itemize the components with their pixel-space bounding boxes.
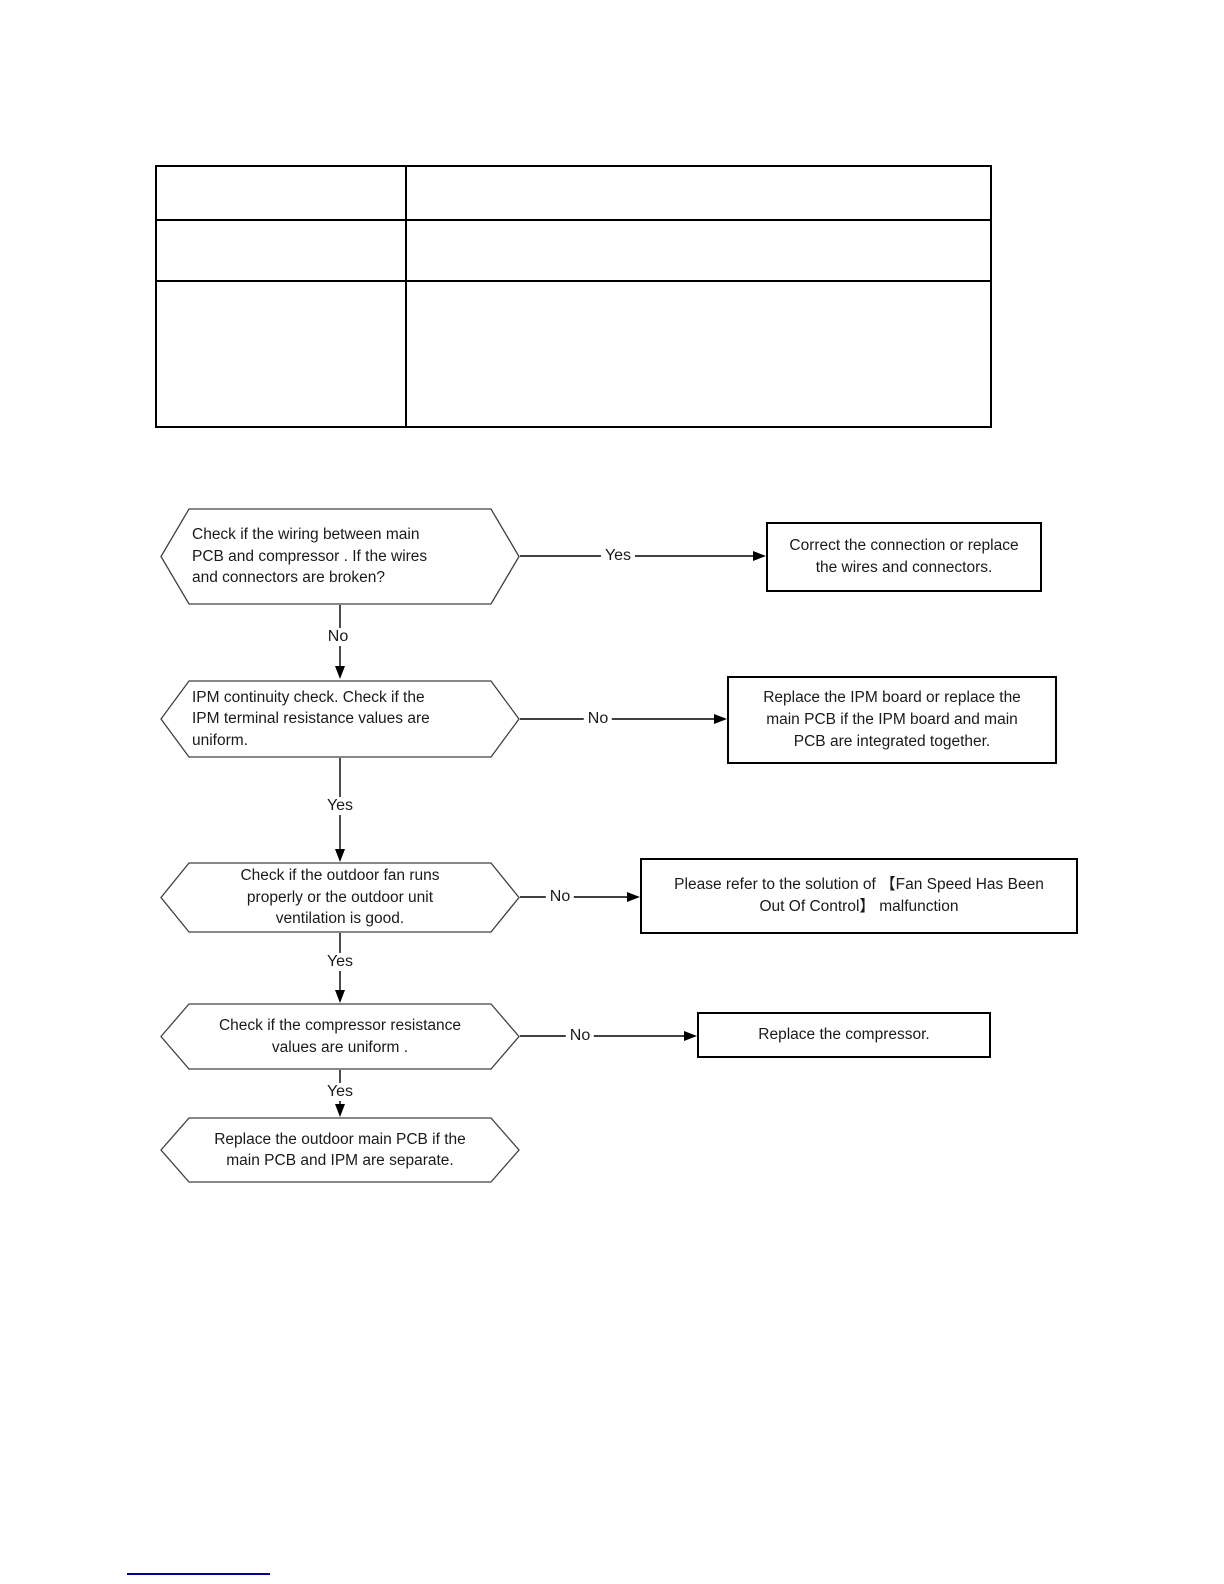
hexagon-shape	[160, 1003, 520, 1070]
action-replace-ipm-board: Replace the IPM board or replace the mai…	[727, 676, 1057, 764]
table-cell	[405, 280, 992, 428]
decision-replace-outdoor-pcb-text: Replace the outdoor main PCB if the main…	[214, 1130, 466, 1170]
decision-compressor-resistance-text: Check if the compressor resistance value…	[218, 1017, 462, 1056]
edge-d2-d3-arrowhead	[335, 849, 345, 862]
hexagon-shape	[160, 508, 520, 605]
edge-d3-a3-arrowhead	[627, 892, 640, 902]
edge-label-no: No	[565, 1027, 595, 1045]
decision-outdoor-fan: Check if the outdoor fan runs properly o…	[160, 862, 520, 933]
table-cell	[155, 219, 407, 282]
edge-d1-a1-arrowhead	[753, 551, 766, 561]
action-correct-connection-text: Correct the connection or replace the wi…	[789, 537, 1019, 576]
edge-label-yes: Yes	[322, 1083, 358, 1101]
edge-label-yes: Yes	[322, 797, 358, 815]
action-fan-speed-solution-text: Please refer to the solution of 【Fan Spe…	[674, 876, 1044, 915]
edge-d4-d5-arrowhead	[335, 1104, 345, 1117]
decision-wiring-check: Check if the wiring between main PCB and…	[160, 508, 520, 605]
table-cell	[405, 219, 992, 282]
edge-label-yes: Yes	[600, 547, 636, 565]
decision-wiring-check-text: Check if the wiring between main PCB and…	[192, 526, 428, 587]
action-replace-compressor-text: Replace the compressor.	[758, 1026, 930, 1043]
table-cell	[405, 165, 992, 221]
decision-ipm-continuity: IPM continuity check. Check if the IPM t…	[160, 680, 520, 758]
table-row	[155, 165, 992, 221]
decision-ipm-continuity-text: IPM continuity check. Check if the IPM t…	[192, 688, 430, 749]
table-row	[155, 219, 992, 282]
action-replace-ipm-board-text: Replace the IPM board or replace the mai…	[763, 689, 1021, 750]
hexagon-shape	[160, 862, 520, 933]
spec-table	[155, 165, 992, 428]
action-replace-compressor: Replace the compressor.	[697, 1012, 991, 1058]
edge-d3-d4-arrowhead	[335, 990, 345, 1003]
action-fan-speed-solution: Please refer to the solution of 【Fan Spe…	[640, 858, 1078, 934]
decision-compressor-resistance: Check if the compressor resistance value…	[160, 1003, 520, 1070]
footer-link-underline	[127, 1573, 270, 1575]
edge-d4-a4-arrowhead	[684, 1031, 697, 1041]
decision-replace-outdoor-pcb: Replace the outdoor main PCB if the main…	[160, 1117, 520, 1183]
edge-label-no: No	[583, 710, 613, 728]
table-cell	[155, 280, 407, 428]
table-cell	[155, 165, 407, 221]
edge-d1-d2-arrowhead	[335, 666, 345, 679]
decision-outdoor-fan-text: Check if the outdoor fan runs properly o…	[240, 867, 440, 928]
action-correct-connection: Correct the connection or replace the wi…	[766, 522, 1042, 592]
edge-label-no: No	[323, 628, 353, 646]
edge-d2-a2-arrowhead	[714, 714, 727, 724]
hexagon-shape	[160, 1117, 520, 1183]
table-row	[155, 280, 992, 428]
edge-label-no: No	[545, 888, 575, 906]
hexagon-shape	[160, 680, 520, 758]
edge-label-yes: Yes	[322, 953, 358, 971]
